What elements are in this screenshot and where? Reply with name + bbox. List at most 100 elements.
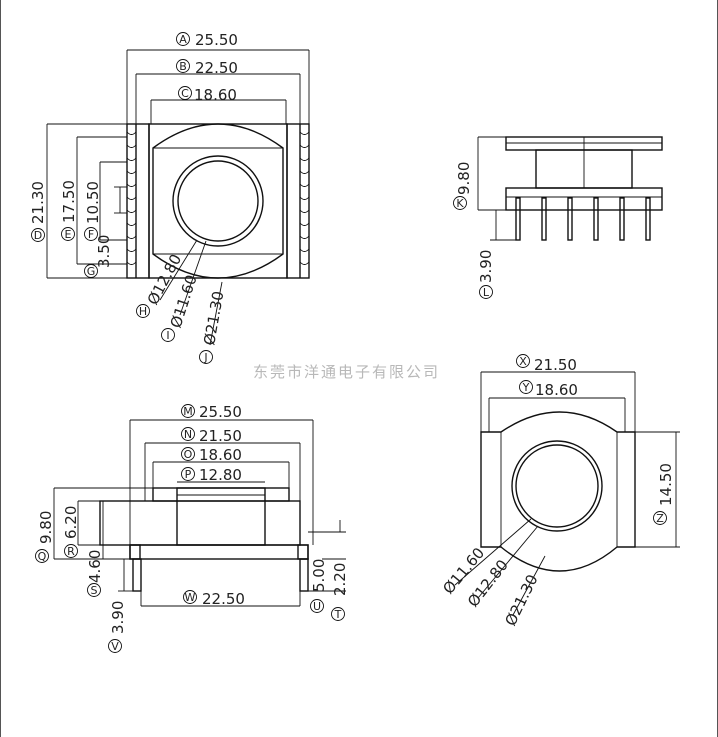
- callout-M: [181, 404, 195, 418]
- comb-tooth: [299, 183, 310, 187]
- side-pin: [593, 197, 599, 241]
- dim-B: 22.50: [195, 59, 238, 77]
- bottom-right-view: X 21.50 Y 18.60 Z 14.50 Ø11.60 Ø12.80 Ø2…: [439, 354, 680, 629]
- comb-tooth: [299, 131, 310, 135]
- callout-R-letter: R: [67, 545, 75, 558]
- callout-P-letter: P: [185, 468, 192, 481]
- company-watermark: 东莞市洋通电子有限公司: [253, 363, 440, 381]
- bottom-outer-circle: [511, 440, 603, 532]
- side-pin: [619, 197, 625, 241]
- callout-Y: [519, 380, 533, 394]
- comb-tooth: [299, 196, 310, 200]
- callout-I-letter: I: [166, 329, 169, 342]
- comb-tooth: [126, 170, 137, 174]
- callout-Y-letter: Y: [522, 381, 530, 394]
- pin-left: [132, 558, 142, 592]
- dim-P: 12.80: [199, 466, 242, 484]
- dim-A: 25.50: [195, 31, 238, 49]
- callout-J-letter: J: [203, 351, 207, 364]
- upper-flange: [152, 487, 290, 502]
- comb-tooth: [299, 157, 310, 161]
- dim-R: 6.20: [62, 506, 80, 539]
- callout-R: [64, 544, 78, 558]
- callout-K-letter: K: [456, 197, 464, 210]
- callout-G: [84, 264, 98, 278]
- callout-U-letter: U: [313, 600, 321, 613]
- comb-tooth: [299, 235, 310, 239]
- base-flange: [505, 187, 663, 211]
- comb-tooth: [126, 157, 137, 161]
- dim-V: 3.90: [109, 601, 127, 634]
- callout-W-letter: W: [185, 591, 196, 604]
- callout-U: [310, 599, 324, 613]
- callout-S: [87, 583, 101, 597]
- outer-bore-circle: [172, 155, 264, 247]
- callout-E: [61, 227, 75, 241]
- callout-S-letter: S: [91, 584, 98, 597]
- callout-A-letter: A: [179, 33, 187, 46]
- dim-M: 25.50: [199, 403, 242, 421]
- callout-T: [331, 607, 345, 621]
- dim-O: 18.60: [199, 446, 242, 464]
- callout-F: [84, 227, 98, 241]
- comb-tooth: [126, 144, 137, 148]
- base-outline: [480, 411, 636, 572]
- dim-F: 10.50: [84, 181, 102, 224]
- callout-A: [176, 32, 190, 46]
- callout-K: [453, 196, 467, 210]
- comb-tooth: [126, 209, 137, 213]
- dim-L: 3.90: [477, 250, 495, 283]
- callout-T-letter: T: [334, 608, 342, 621]
- callout-E-letter: E: [65, 228, 72, 241]
- dim-W: 22.50: [202, 590, 245, 608]
- dim-Z: 14.50: [657, 463, 675, 506]
- core-section: [176, 487, 266, 546]
- callout-F-letter: F: [88, 228, 94, 241]
- callout-N-letter: N: [184, 428, 192, 441]
- dim-S: 4.60: [86, 550, 104, 583]
- bottom-inner-circle: [515, 444, 599, 528]
- comb-tooth: [299, 144, 310, 148]
- inner-bore-circle: [177, 160, 259, 242]
- callout-N: [181, 427, 195, 441]
- callout-W: [183, 590, 197, 604]
- callout-D: [31, 228, 45, 242]
- comb-tooth: [126, 261, 137, 265]
- callout-G-letter: G: [87, 265, 96, 278]
- dim-N: 21.50: [199, 427, 242, 445]
- callout-Q-letter: Q: [38, 550, 47, 563]
- top-left-view: A 25.50 B 22.50 C 18.60 D 21.30 E 17.50: [29, 31, 310, 364]
- dim-D: 21.30: [29, 181, 47, 224]
- callout-D-letter: D: [34, 229, 42, 242]
- callout-V-letter: V: [111, 640, 119, 653]
- callout-P: [181, 467, 195, 481]
- callout-C: [178, 86, 192, 100]
- top-right-view: K 9.80 L 3.90: [453, 136, 663, 299]
- comb-tooth: [126, 235, 137, 239]
- side-pin: [567, 197, 573, 241]
- callout-O: [181, 447, 195, 461]
- callout-L-letter: L: [483, 286, 490, 299]
- bottom-left-view: M 25.50 N 21.50 O 18.60 P 12.80 Q 9.80 R: [35, 403, 349, 653]
- dim-diameter-21-30: Ø21.30: [501, 572, 541, 629]
- side-pin: [515, 197, 521, 241]
- callout-X: [516, 354, 530, 368]
- comb-tooth: [126, 183, 137, 187]
- callout-C-letter: C: [181, 87, 189, 100]
- dim-G: 3.50: [95, 235, 113, 268]
- callout-Z-letter: Z: [656, 512, 664, 525]
- comb-tooth: [126, 196, 137, 200]
- comb-tooth: [299, 209, 310, 213]
- callout-Q: [35, 549, 49, 563]
- callout-V: [108, 639, 122, 653]
- callout-M-letter: M: [183, 405, 193, 418]
- dim-X: 21.50: [534, 356, 577, 374]
- dim-J: Ø21.30: [200, 290, 227, 347]
- side-pin: [645, 197, 651, 241]
- comb-tooth: [299, 170, 310, 174]
- callout-H-letter: H: [139, 305, 147, 318]
- dim-Q: 9.80: [37, 511, 55, 544]
- comb-tooth: [299, 222, 310, 226]
- callout-H: [136, 304, 150, 318]
- base-section: [129, 544, 309, 560]
